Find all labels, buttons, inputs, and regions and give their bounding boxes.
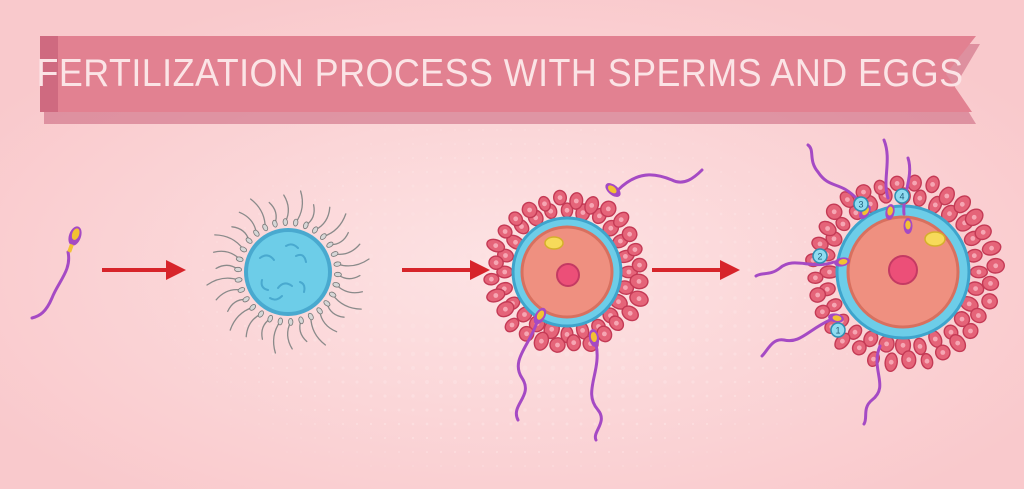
step-number: 2 bbox=[817, 252, 822, 262]
step-number: 4 bbox=[899, 192, 904, 202]
sperm-head-icon bbox=[234, 266, 242, 273]
sperm-head-icon bbox=[334, 271, 342, 278]
sperm-head-icon bbox=[237, 287, 246, 293]
sperm-head-icon bbox=[242, 296, 250, 303]
sperm-head-icon bbox=[257, 310, 264, 318]
sperm-head-icon bbox=[293, 218, 299, 227]
sperm-head-icon bbox=[319, 233, 327, 240]
step-number: 1 bbox=[835, 326, 840, 336]
sperm-head-icon bbox=[245, 237, 253, 244]
sperm-head-icon bbox=[249, 304, 257, 311]
step-number: 3 bbox=[858, 200, 863, 210]
sperm-head-icon bbox=[277, 317, 283, 326]
sperm-head-icon bbox=[288, 318, 294, 326]
corona-radiata-cells bbox=[483, 189, 649, 353]
sperm-head-icon bbox=[67, 226, 82, 253]
sperm-head-icon bbox=[298, 316, 304, 325]
sperm-head-icon bbox=[332, 282, 341, 288]
page-title: FERTILIZATION PROCESS WITH SPERMS AND EG… bbox=[36, 52, 964, 95]
sperm-head-icon bbox=[828, 313, 844, 323]
polar-body bbox=[924, 231, 946, 247]
sperm-head-icon bbox=[326, 241, 334, 248]
sperm-head-icon bbox=[312, 226, 319, 234]
sperm-head-icon bbox=[605, 183, 621, 197]
sperm-head-icon bbox=[234, 277, 243, 283]
step-marker-3: 3 bbox=[853, 196, 869, 212]
sperm-head-icon bbox=[253, 229, 260, 237]
step-marker-4: 4 bbox=[894, 188, 910, 204]
stage-egg-with-sperms bbox=[206, 190, 370, 354]
sperm-head-icon bbox=[885, 204, 895, 220]
step-marker-1: 1 bbox=[830, 322, 846, 338]
stage-sperm bbox=[30, 226, 82, 320]
egg-nucleus bbox=[888, 255, 918, 285]
sperm-head-icon bbox=[328, 291, 337, 298]
egg-cell bbox=[244, 228, 332, 316]
sperm-head-icon bbox=[267, 314, 274, 323]
stage-fertilization: 1 2 3 4 bbox=[754, 138, 1005, 426]
sperm-head-icon bbox=[588, 329, 600, 347]
sperm-head-icon bbox=[307, 312, 314, 321]
sperm-head-icon bbox=[834, 257, 850, 267]
halftone-pattern bbox=[160, 129, 904, 467]
sperm-head-icon bbox=[323, 300, 331, 307]
sperm-head-icon bbox=[302, 221, 309, 230]
sperm-head-icon bbox=[262, 223, 269, 232]
sperm-head-icon bbox=[333, 261, 342, 267]
sperm-head-icon bbox=[272, 219, 278, 228]
sperm-head-icon bbox=[903, 218, 913, 234]
stage-egg-with-corona bbox=[483, 168, 704, 442]
surrounding-sperms bbox=[206, 190, 370, 354]
sperm-tail bbox=[30, 250, 71, 320]
sperm-head-icon bbox=[282, 218, 288, 226]
title-banner bbox=[40, 36, 980, 124]
sperm-head-icon bbox=[316, 307, 323, 315]
sperm-head-icon bbox=[239, 246, 248, 253]
step-marker-2: 2 bbox=[812, 248, 828, 264]
egg-nucleus bbox=[556, 263, 580, 287]
sperm-head-icon bbox=[330, 251, 339, 257]
sperm-head-icon bbox=[533, 307, 547, 325]
sperm-head-icon bbox=[235, 256, 244, 262]
polar-body bbox=[544, 236, 564, 250]
